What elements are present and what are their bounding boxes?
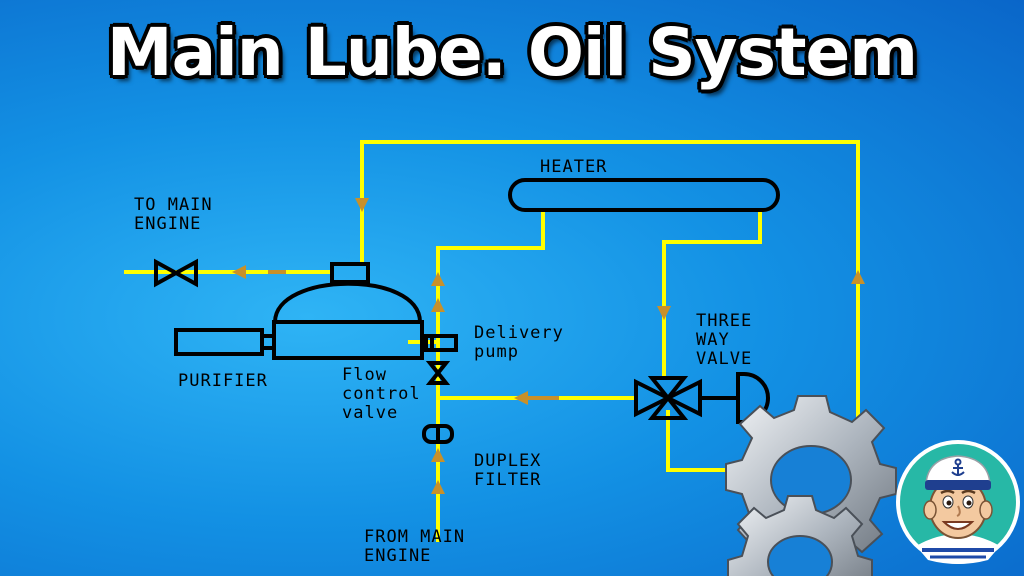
flow-arrow bbox=[657, 306, 671, 320]
flow-arrows bbox=[232, 198, 865, 494]
three-way-valve-label: THREE bbox=[696, 311, 752, 331]
from-main-engine-label: ENGINE bbox=[364, 546, 431, 566]
three-way-valve-label: WAY bbox=[696, 330, 730, 350]
flow-arrow bbox=[355, 198, 369, 212]
from-main-engine-label: FROM MAIN bbox=[364, 527, 465, 547]
flow-control-valve-label: valve bbox=[342, 403, 398, 423]
flow-arrow bbox=[232, 265, 246, 279]
pipe-top-loop bbox=[360, 140, 860, 472]
delivery-pump-label: pump bbox=[474, 342, 519, 362]
equipment bbox=[154, 178, 780, 444]
flow-control-valve-label: control bbox=[342, 384, 421, 404]
duplex-filter-label: FILTER bbox=[474, 470, 541, 490]
gears-icon bbox=[725, 395, 897, 576]
flow-arrow bbox=[851, 270, 865, 284]
flow-arrow bbox=[431, 448, 445, 462]
labels: HEATER TO MAIN ENGINE Delivery pump THRE… bbox=[134, 157, 752, 566]
flow-arrow bbox=[431, 272, 445, 286]
three-way-valve-icon bbox=[634, 372, 770, 424]
heater-label: HEATER bbox=[540, 157, 607, 177]
flow-arrow bbox=[431, 298, 445, 312]
three-way-valve-label: VALVE bbox=[696, 349, 752, 369]
pipe-main-vertical bbox=[436, 208, 545, 542]
page-title: Main Lube. Oil System bbox=[106, 14, 918, 91]
delivery-pump-icon bbox=[424, 334, 458, 352]
flow-control-valve-icon bbox=[425, 361, 451, 385]
flow-control-valve-label: Flow bbox=[342, 365, 387, 385]
outlet-valve-icon bbox=[154, 258, 198, 288]
purifier-label: PURIFIER bbox=[178, 371, 268, 391]
to-main-engine-label: TO MAIN bbox=[134, 195, 213, 215]
duplex-filter-icon bbox=[422, 424, 454, 444]
heater-vessel bbox=[508, 178, 780, 212]
to-main-engine-label: ENGINE bbox=[134, 214, 201, 234]
purifier-icon bbox=[174, 262, 434, 360]
delivery-pump-label: Delivery bbox=[474, 323, 564, 343]
sailor-avatar-icon bbox=[896, 440, 1020, 564]
duplex-filter-label: DUPLEX bbox=[474, 451, 541, 471]
flow-arrow bbox=[431, 480, 445, 494]
